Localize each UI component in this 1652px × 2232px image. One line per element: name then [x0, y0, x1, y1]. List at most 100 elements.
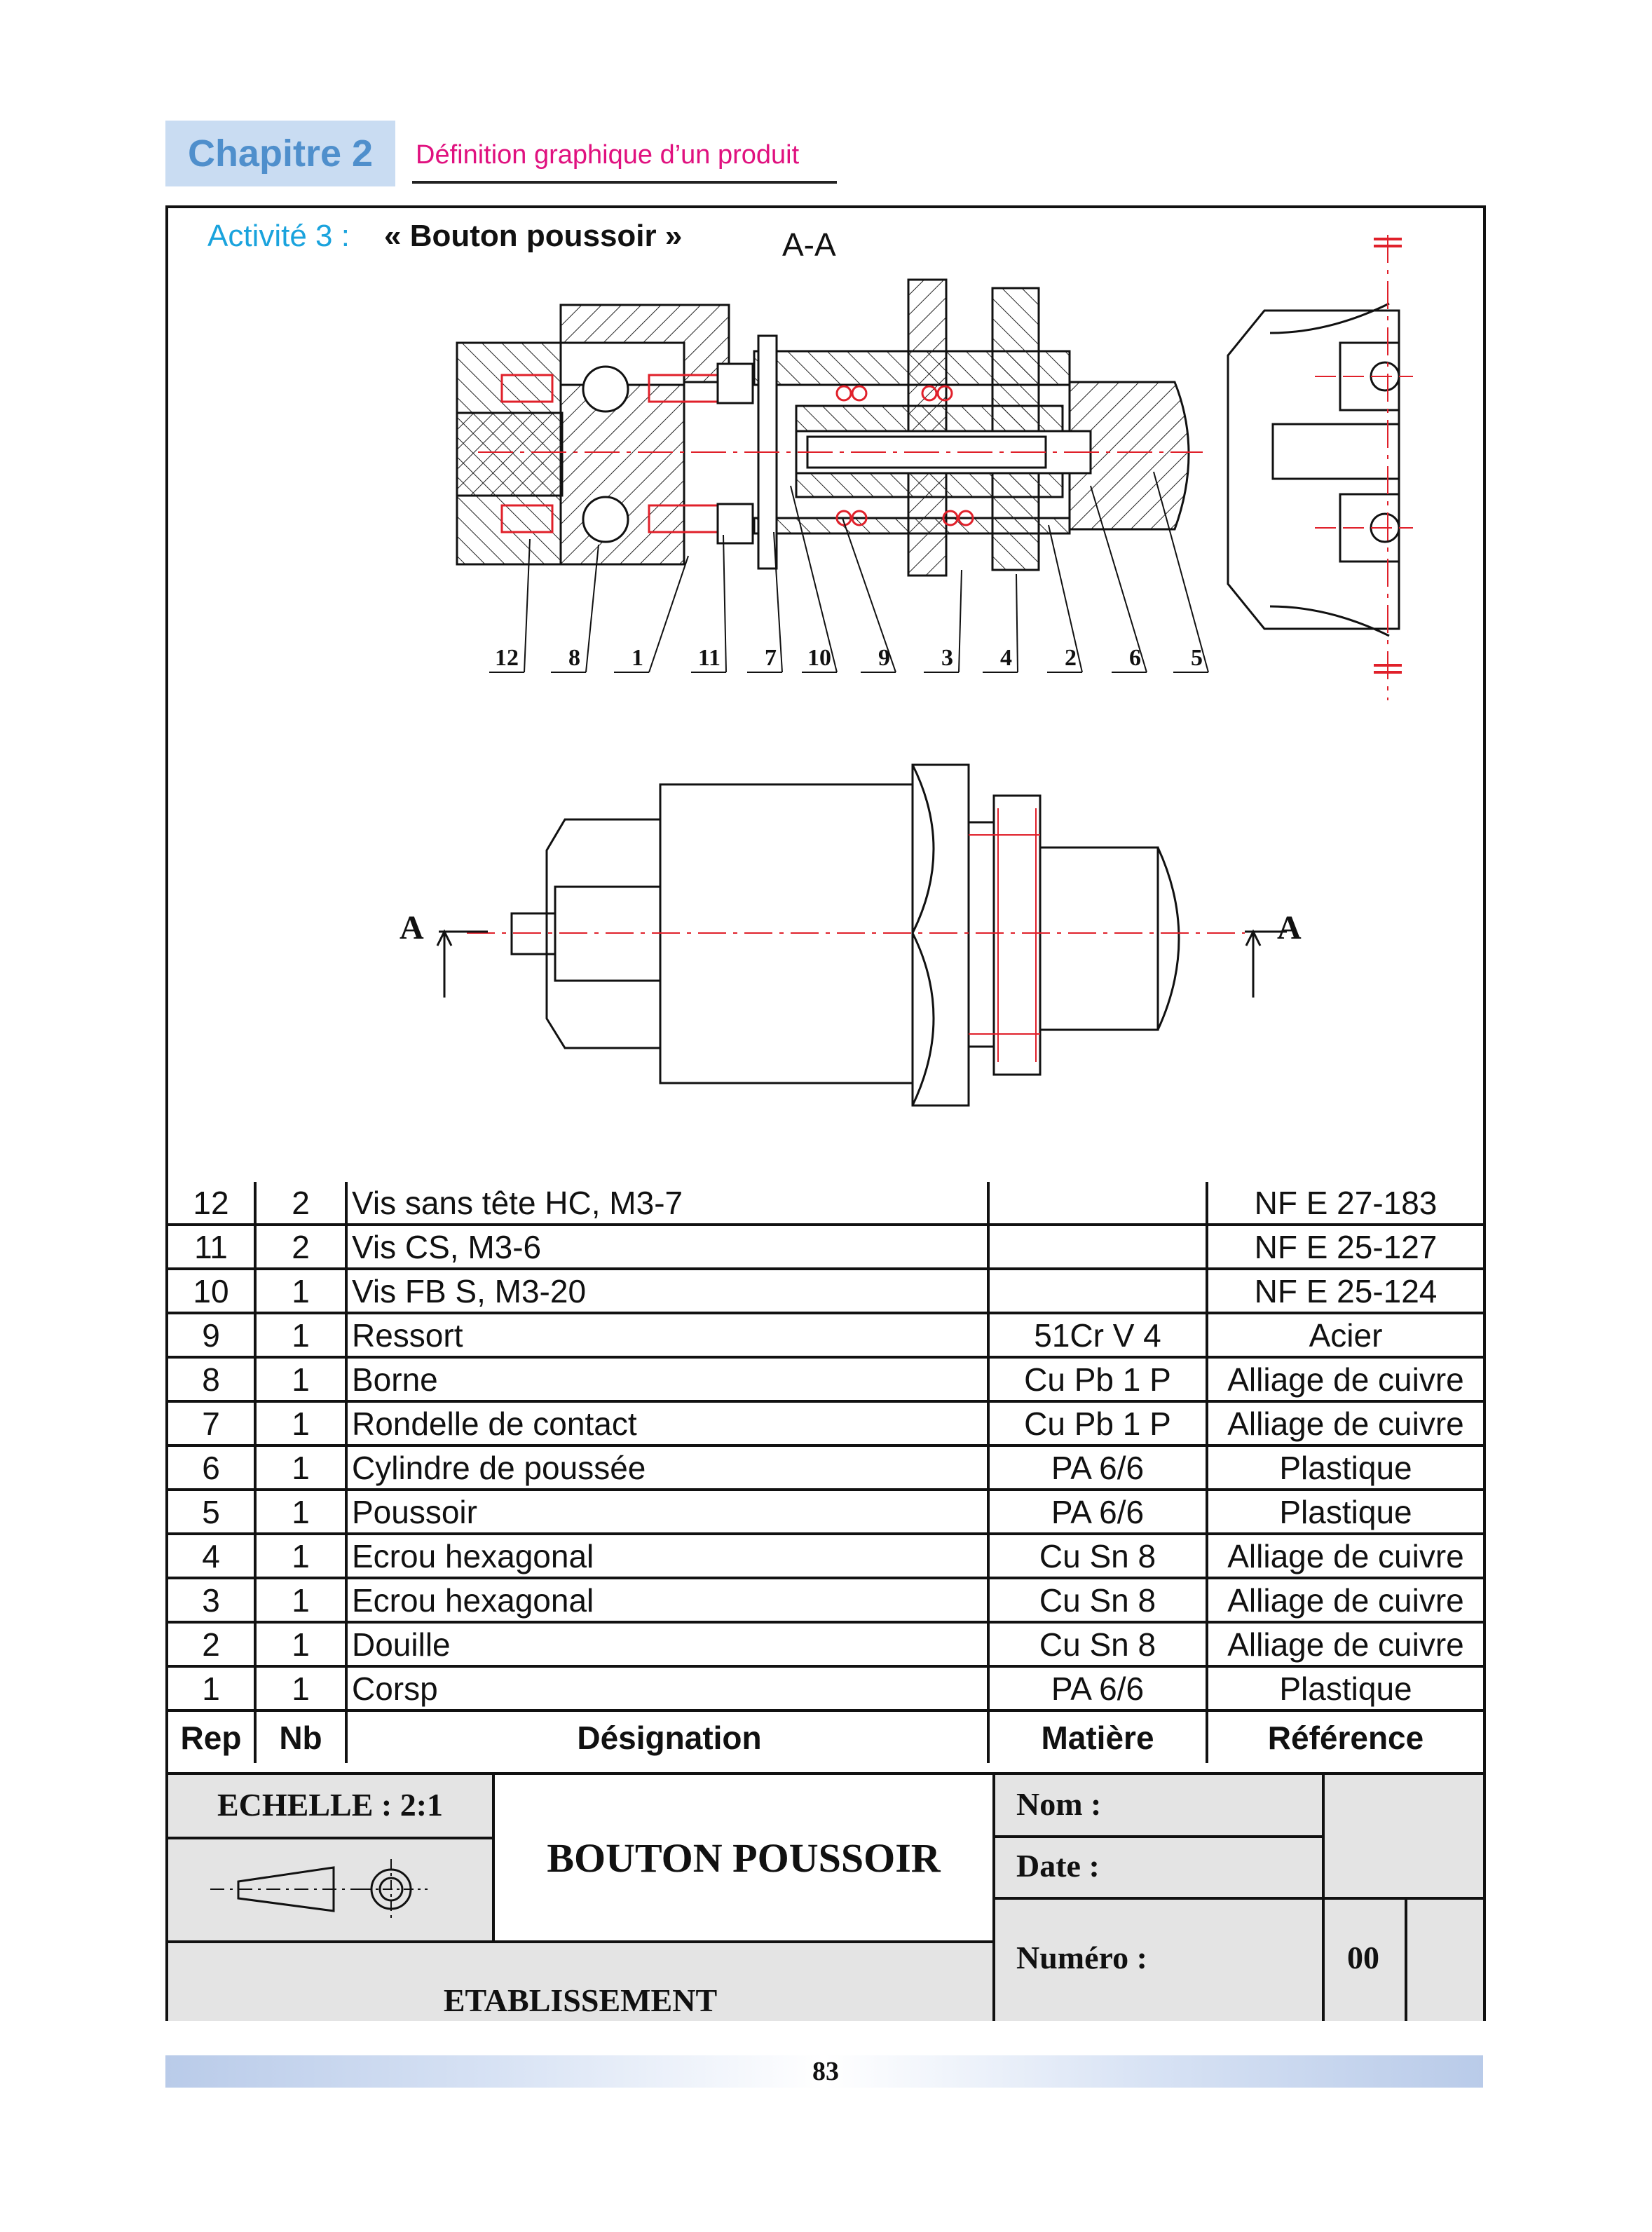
chapter-box: [165, 121, 395, 186]
cell-matiere: Cu Sn 8: [987, 1578, 1207, 1624]
numero-label: Numéro :: [995, 1898, 1322, 2021]
numero-value: 00: [1322, 1898, 1405, 2021]
cell-matiere: PA 6/6: [987, 1445, 1207, 1491]
cell-designation: Rondelle de contact: [345, 1401, 988, 1447]
cell-nb: 1: [254, 1534, 346, 1579]
cell-designation: Corsp: [345, 1666, 988, 1712]
cell-nb: 1: [254, 1445, 346, 1491]
cell-reference: Alliage de cuivre: [1206, 1578, 1483, 1624]
cell-reference: Alliage de cuivre: [1206, 1622, 1483, 1668]
nom-label: Nom :: [995, 1775, 1322, 1837]
cell-nb: 2: [254, 1182, 346, 1226]
callout-label: 7: [765, 645, 777, 671]
callout-label: 1: [632, 645, 643, 671]
cell-rep: 3: [168, 1578, 255, 1624]
cell-matiere: 51Cr V 4: [987, 1313, 1207, 1359]
cell-rep: 1: [168, 1666, 255, 1712]
drawing-title: BOUTON POUSSOIR: [495, 1775, 992, 1942]
exterior-view: [436, 763, 1287, 1107]
page-number: 83: [812, 2057, 839, 2086]
chapter-underline: [412, 181, 837, 184]
cell-nb: 1: [254, 1269, 346, 1314]
cell-rep: 12: [168, 1182, 255, 1226]
cell-matiere: [987, 1225, 1207, 1270]
cell-matiere: Cu Sn 8: [987, 1534, 1207, 1579]
cell-reference: Alliage de cuivre: [1206, 1534, 1483, 1579]
cell-designation: Vis sans tête HC, M3-7: [345, 1182, 988, 1226]
cell-designation: Ecrou hexagonal: [345, 1578, 988, 1624]
cell-designation: Vis CS, M3-6: [345, 1225, 988, 1270]
blank-cell: [1322, 1775, 1483, 1898]
blank-cell-2: [1405, 1898, 1483, 2021]
projection-symbol-icon: [210, 1859, 428, 1921]
date-label: Date :: [995, 1837, 1322, 1898]
cell-reference: NF E 27-183: [1206, 1182, 1483, 1226]
callout-label: 3: [941, 645, 953, 671]
etablissement-label: ETABLISSEMENT: [168, 1942, 992, 2021]
cell-nb: 1: [254, 1357, 346, 1403]
cell-designation: Vis FB S, M3-20: [345, 1269, 988, 1314]
cell-matiere: [987, 1269, 1207, 1314]
cell-rep: 4: [168, 1534, 255, 1579]
cell-reference: Alliage de cuivre: [1206, 1357, 1483, 1403]
cell-nb: 1: [254, 1401, 346, 1447]
cell-designation: Poussoir: [345, 1490, 988, 1535]
cell-matiere: Cu Sn 8: [987, 1622, 1207, 1668]
col-header-rep: Rep: [180, 1719, 242, 1756]
footer-bar: [165, 2055, 1483, 2088]
cell-designation: Douille: [345, 1622, 988, 1668]
activity-label: Activité 3 :: [207, 219, 350, 253]
projection-symbol-cell: [168, 1838, 492, 1942]
callout-label: 6: [1129, 645, 1141, 671]
section-mark-right: A: [1277, 909, 1302, 946]
cell-rep: 7: [168, 1401, 255, 1447]
cell-reference: Plastique: [1206, 1490, 1483, 1535]
section-view-label: A-A: [782, 226, 836, 263]
callout-label: 10: [807, 645, 831, 671]
cell-nb: 2: [254, 1225, 346, 1270]
cell-nb: 1: [254, 1578, 346, 1624]
cell-nb: 1: [254, 1622, 346, 1668]
callout-label: 5: [1191, 645, 1203, 671]
callout-label: 12: [495, 645, 519, 671]
cell-designation: Cylindre de poussée: [345, 1445, 988, 1491]
chapter-label: Chapitre 2: [187, 132, 374, 175]
callout-label: 9: [878, 645, 890, 671]
cell-rep: 6: [168, 1445, 255, 1491]
cell-rep: 5: [168, 1490, 255, 1535]
cell-designation: Borne: [345, 1357, 988, 1403]
cell-matiere: [987, 1182, 1207, 1226]
cell-reference: Alliage de cuivre: [1206, 1401, 1483, 1447]
col-header-reference: Référence: [1206, 1710, 1483, 1763]
cell-rep: 10: [168, 1269, 255, 1314]
col-header-matiere: Matière: [987, 1710, 1207, 1763]
cell-matiere: Cu Pb 1 P: [987, 1357, 1207, 1403]
col-header-nb: Nb: [254, 1710, 346, 1763]
section-view-a-a: [456, 235, 1413, 700]
callout-label: 4: [1000, 645, 1012, 671]
cell-reference: NF E 25-124: [1206, 1269, 1483, 1314]
cell-rep: 2: [168, 1622, 255, 1668]
cell-nb: 1: [254, 1313, 346, 1359]
callout-label: 2: [1065, 645, 1077, 671]
cell-rep: 11: [168, 1225, 255, 1270]
cell-rep: 8: [168, 1357, 255, 1403]
scale-cell: ECHELLE : 2:1: [168, 1775, 492, 1838]
cell-matiere: PA 6/6: [987, 1666, 1207, 1712]
callout-label: 8: [568, 645, 580, 671]
cell-matiere: PA 6/6: [987, 1490, 1207, 1535]
section-mark-left: A: [400, 909, 424, 946]
col-header-designation: Désignation: [345, 1710, 988, 1763]
